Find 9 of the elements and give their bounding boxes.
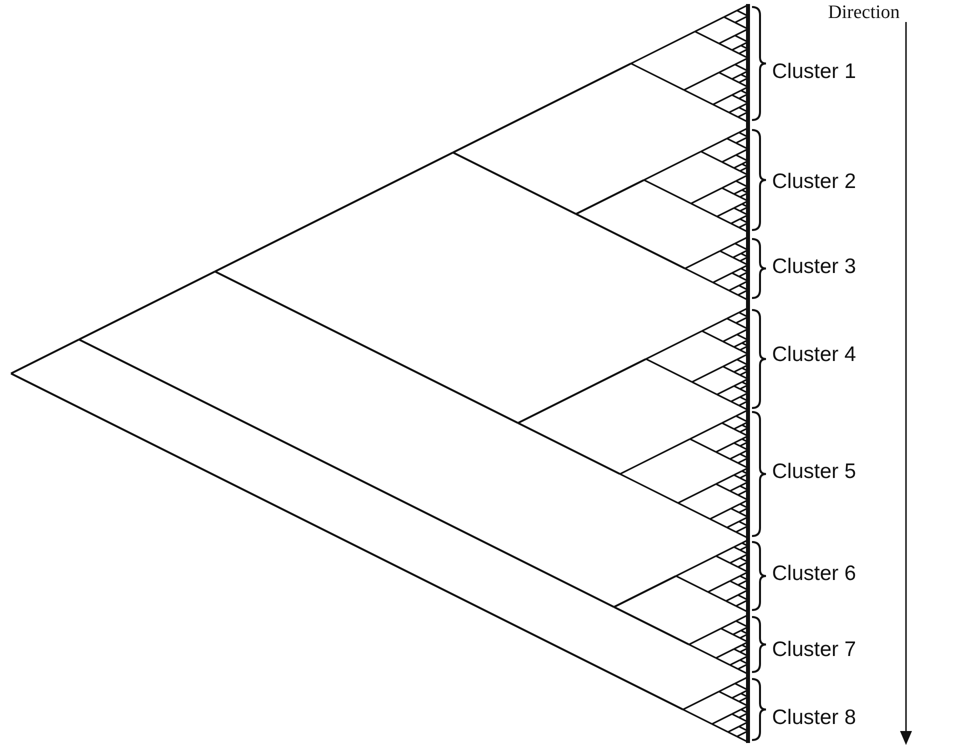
cluster-label: Cluster 5 bbox=[772, 460, 856, 484]
cluster-label: Cluster 7 bbox=[772, 638, 856, 662]
cluster-label: Cluster 4 bbox=[772, 343, 856, 367]
axis-label: Direction bbox=[828, 2, 900, 24]
cluster-label: Cluster 2 bbox=[772, 170, 856, 194]
cluster-label: Cluster 3 bbox=[772, 255, 856, 279]
cluster-label: Cluster 6 bbox=[772, 562, 856, 586]
cluster-label: Cluster 8 bbox=[772, 706, 856, 730]
cluster-label: Cluster 1 bbox=[772, 60, 856, 84]
